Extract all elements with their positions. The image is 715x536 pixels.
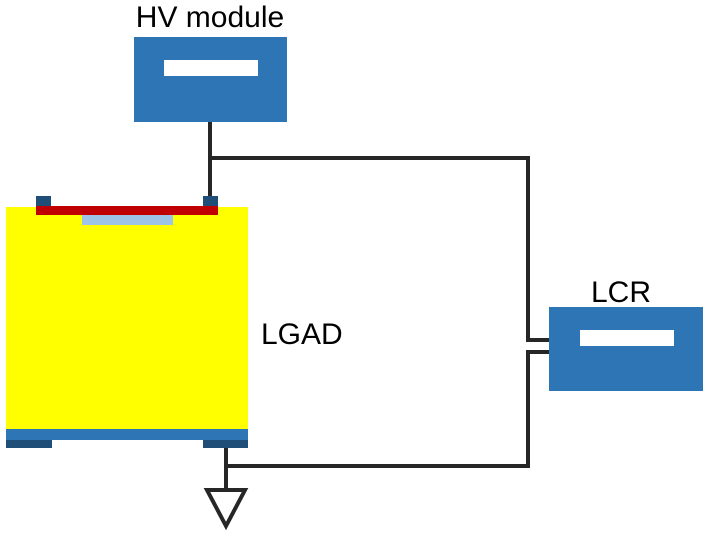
ground-symbol-icon	[203, 488, 249, 531]
lgad-body	[6, 207, 248, 429]
top-contact-right	[203, 196, 218, 206]
lcr-box	[549, 307, 703, 391]
circuit-wires	[208, 122, 549, 490]
gain-layer	[36, 206, 218, 215]
lcr-meter: LCR	[549, 276, 703, 391]
lcr-to-ground-wire	[226, 350, 549, 468]
hv-to-lcr-wire	[210, 156, 549, 342]
n-plus-implant	[82, 215, 173, 225]
backside-contact-left	[6, 440, 52, 448]
top-contact-left	[36, 196, 51, 206]
hv-module-box	[134, 37, 287, 122]
hv-module-display	[164, 60, 258, 76]
lcr-label: LCR	[591, 276, 651, 309]
lgad-sensor: LGAD	[6, 196, 343, 448]
lgad-label: LGAD	[261, 318, 343, 351]
lcr-display	[580, 330, 674, 346]
backside-electrode	[6, 429, 248, 440]
backside-contact-right	[203, 440, 248, 448]
hv-module: HV module	[134, 1, 287, 122]
hv-module-label: HV module	[136, 1, 284, 34]
